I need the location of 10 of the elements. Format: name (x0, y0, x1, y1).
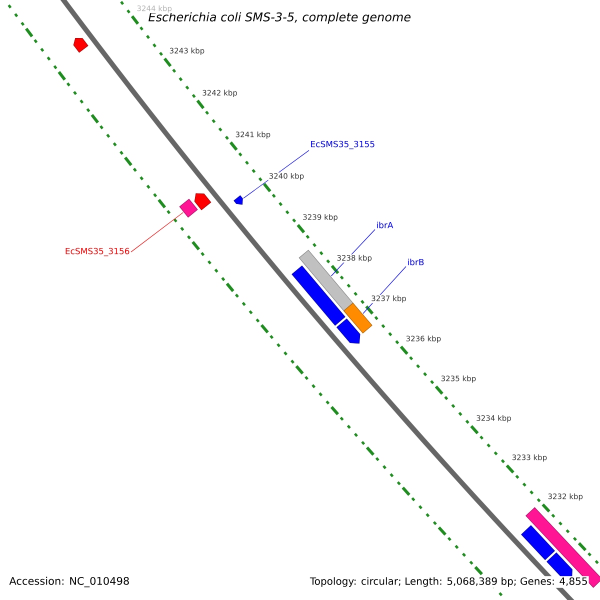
gene-label: ibrA (377, 222, 394, 228)
gene-feature (234, 195, 243, 205)
footer-text: Topology: circular; Length: 5,068,389 bp; Genes: 4,855 (308, 576, 589, 588)
footer-text: Accession: NC_010498 (9, 576, 129, 588)
leader-line (130, 212, 184, 252)
gene-label: ibrB (408, 258, 424, 266)
gene-label: EcSMS35_3155 (311, 140, 374, 150)
title: Escherichia coli SMS-3-5, complete genome (148, 12, 411, 24)
gene-label: EcSMS35_3156 (66, 248, 130, 256)
gene-box (298, 250, 354, 312)
